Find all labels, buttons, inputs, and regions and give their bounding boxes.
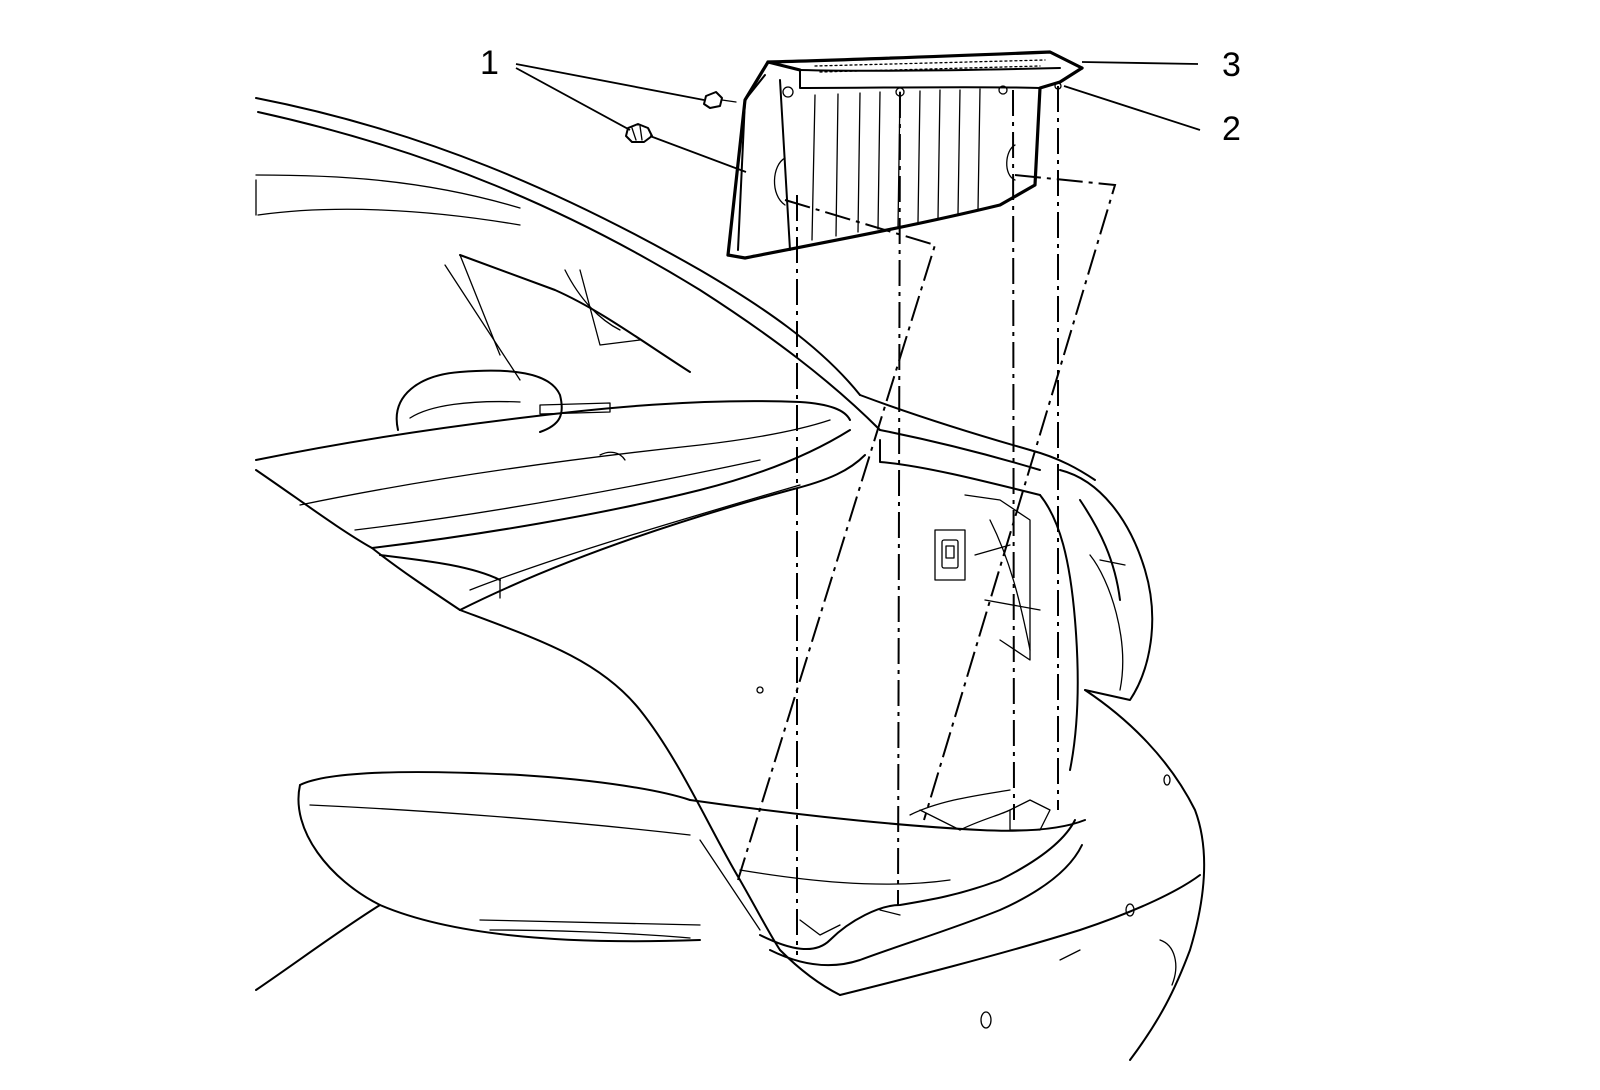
trunk-trim-panel xyxy=(726,50,1084,260)
callout-2: 2 xyxy=(1222,110,1241,148)
push-pin-fastener-upper xyxy=(703,91,737,109)
callout-1: 1 xyxy=(480,44,499,82)
push-pin-fastener-lower xyxy=(625,123,653,143)
alignment-lines xyxy=(737,86,1117,955)
vehicle-body xyxy=(255,97,1206,1061)
callout-3: 3 xyxy=(1222,46,1241,84)
callout-leaders xyxy=(515,61,1201,173)
